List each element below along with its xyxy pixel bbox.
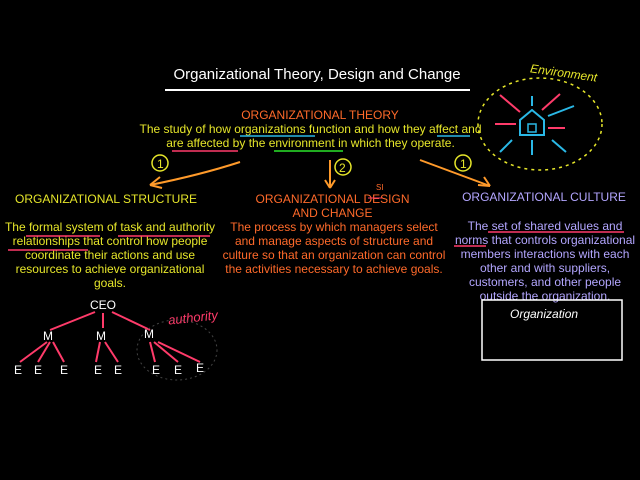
arrow-head-culture: [477, 176, 491, 187]
number-circle-1a: [151, 154, 169, 172]
tree-node-employee: E: [196, 361, 204, 375]
number-2: 2: [339, 161, 346, 175]
house-icon: [519, 108, 545, 136]
diagram-title: Organizational Theory, Design and Change: [173, 66, 461, 83]
organization-box: [481, 299, 623, 361]
tree-node-employee: E: [94, 363, 102, 377]
tree-node-manager: M: [144, 327, 154, 341]
tree-node-employee: E: [14, 363, 22, 377]
design-insert-mark: SI: [376, 183, 384, 192]
number-1a: 1: [157, 157, 164, 171]
environment-arrows: [495, 93, 575, 155]
arrow-to-structure: [149, 161, 241, 186]
tree-node-employee: E: [34, 363, 42, 377]
arrow-to-culture: [419, 159, 491, 187]
design-body: The process by which managers select and…: [222, 220, 446, 276]
arrow-head-design: [324, 179, 336, 189]
theory-body: The study of how organizations function …: [139, 122, 482, 150]
house-door: [527, 123, 537, 133]
number-circle-2: [334, 158, 352, 176]
org-tree-lines: [19, 311, 201, 363]
authority-scope: [136, 319, 218, 381]
design-heading: ORGANIZATIONAL DESIGN AND CHANGE: [255, 192, 410, 220]
number-1b: 1: [460, 157, 467, 171]
tree-node-manager: M: [43, 329, 53, 343]
structure-heading: ORGANIZATIONAL STRUCTURE: [14, 192, 197, 206]
structure-body: The formal system of task and authority …: [4, 220, 216, 290]
tree-node-employee: E: [60, 363, 68, 377]
number-circle-1b: [454, 154, 472, 172]
arrow-head-structure: [149, 176, 163, 189]
organization-label: Organization: [510, 307, 579, 321]
tree-node-ceo: CEO: [90, 298, 116, 312]
tree-node-manager: M: [96, 329, 106, 343]
tree-node-employee: E: [152, 363, 160, 377]
culture-heading: ORGANIZATIONAL CULTURE: [462, 190, 626, 204]
theory-heading: ORGANIZATIONAL THEORY: [241, 108, 399, 122]
tree-node-employee: E: [114, 363, 122, 377]
tree-node-employee: E: [174, 363, 182, 377]
environment-boundary: [477, 77, 603, 171]
